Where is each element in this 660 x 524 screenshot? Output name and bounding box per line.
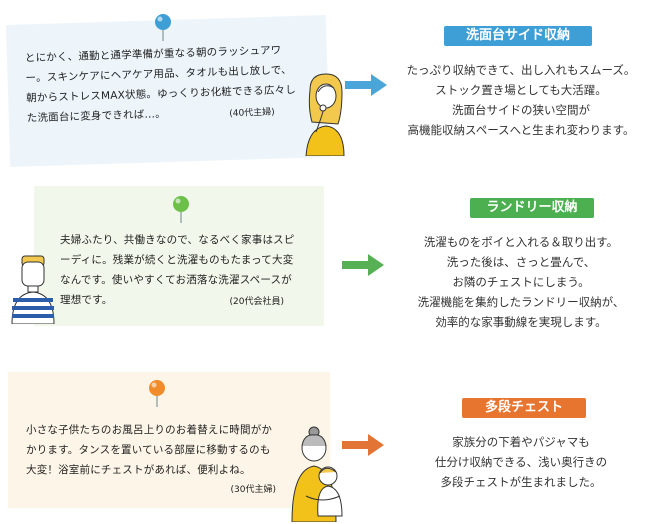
mother-with-child-icon bbox=[291, 426, 343, 522]
description-line: 多段チェストが生まれました。 bbox=[440, 475, 602, 489]
description-line: 仕分け収納できる、浅い奥行きの bbox=[434, 455, 608, 469]
note-line: なんです。使いやすくてお洒落な洗濯スペースが bbox=[60, 274, 292, 286]
description-line: お隣のチェストにしまう。 bbox=[452, 275, 590, 289]
description-line: 高機能収納スペースへと生まれ変わります。 bbox=[407, 123, 635, 137]
pushpin-icon bbox=[149, 380, 165, 407]
woman-thinking-icon bbox=[305, 73, 345, 156]
man-striped-shirt-icon bbox=[11, 255, 55, 324]
note-card-chest: 小さな子供たちのお風呂上りのお着替えに時間がか かります。タンスを置いている部屋… bbox=[8, 372, 330, 508]
note-attribution: (20代会社員) bbox=[229, 297, 284, 307]
note-attribution: (30代主婦) bbox=[230, 485, 276, 495]
description-text: 洗濯ものをポイと入れる＆取り出す。 洗った後は、さっと畳んで、 お隣のチェストに… bbox=[386, 232, 656, 332]
note-line: かります。タンスを置いている部屋に移動するのも bbox=[26, 444, 271, 456]
category-badge: ランドリー収納 bbox=[470, 198, 594, 218]
description-line: 洗面台サイドの狭い空間が bbox=[452, 103, 590, 117]
description-line: 家族分の下着やパジャマも bbox=[452, 435, 590, 449]
category-badge: 洗面台サイド収納 bbox=[444, 26, 592, 46]
description-line: 洗濯機能を集約したランドリー収納が、 bbox=[417, 295, 625, 309]
description-line: 洗濯ものをポイと入れる＆取り出す。 bbox=[423, 235, 619, 249]
pushpin-icon bbox=[173, 196, 189, 223]
arrow-right-icon bbox=[342, 434, 384, 456]
description-line: ストック置き場としても大活躍。 bbox=[435, 83, 607, 97]
category-badge: 多段チェスト bbox=[462, 398, 586, 418]
description-text: たっぷり収納できて、出し入れもスムーズ。 ストック置き場としても大活躍。 洗面台… bbox=[386, 60, 656, 140]
arrow-right-icon bbox=[345, 74, 387, 96]
pushpin-icon bbox=[155, 14, 171, 41]
note-line: 夫婦ふたり、共働きなので、なるべく家事はスピ bbox=[60, 234, 295, 246]
description-text: 家族分の下着やパジャマも 仕分け収納できる、浅い奥行きの 多段チェストが生まれま… bbox=[386, 432, 656, 492]
note-line: 理想です。 bbox=[60, 294, 113, 306]
note-line: 小さな子供たちのお風呂上りのお着替えに時間がか bbox=[26, 424, 273, 436]
note-line: ーディに。残業が続くと洗濯ものもたまって大変 bbox=[60, 254, 294, 266]
description-line: 効率的な家事動線を実現します。 bbox=[435, 315, 607, 329]
description-line: 洗った後は、さっと畳んで、 bbox=[446, 255, 596, 269]
arrow-right-icon bbox=[342, 254, 384, 276]
description-line: たっぷり収納できて、出し入れもスムーズ。 bbox=[406, 63, 636, 77]
note-line: 大変！浴室前にチェストがあれば、便利よね。 bbox=[26, 464, 251, 476]
